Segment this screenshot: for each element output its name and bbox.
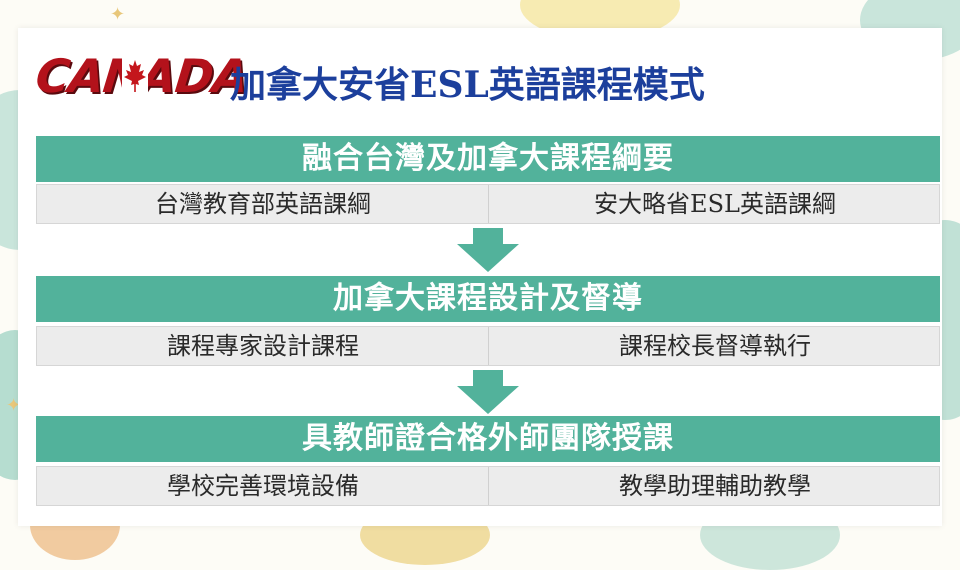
sub-item-left: 台灣教育部英語課綱	[155, 190, 371, 218]
sub-item-left: 課程專家設計課程	[167, 332, 359, 360]
down-arrow-icon	[457, 370, 519, 414]
divider	[488, 327, 489, 365]
canada-logo: CANADA	[33, 48, 250, 104]
sparkle-icon: ✦	[110, 4, 126, 25]
divider	[488, 467, 489, 505]
section-subrow: 課程專家設計課程 課程校長督導執行	[36, 326, 940, 366]
sub-item-right: 教學助理輔助教學	[619, 472, 811, 500]
page-title: 加拿大安省ESL英語課程模式	[230, 64, 705, 106]
section-subrow: 台灣教育部英語課綱 安大略省ESL英語課綱	[36, 184, 940, 224]
sub-item-left: 學校完善環境設備	[167, 472, 359, 500]
down-arrow-icon	[457, 228, 519, 272]
section-heading: 融合台灣及加拿大課程綱要	[36, 136, 940, 182]
section-heading: 加拿大課程設計及督導	[36, 276, 940, 322]
divider	[488, 185, 489, 223]
section-subrow: 學校完善環境設備 教學助理輔助教學	[36, 466, 940, 506]
maple-leaf-icon	[122, 54, 148, 98]
sub-item-right: 安大略省ESL英語課綱	[594, 190, 836, 218]
sub-item-right: 課程校長督導執行	[619, 332, 811, 360]
sparkle-icon: ✦	[6, 395, 22, 416]
section-heading: 具教師證合格外師團隊授課	[36, 416, 940, 462]
